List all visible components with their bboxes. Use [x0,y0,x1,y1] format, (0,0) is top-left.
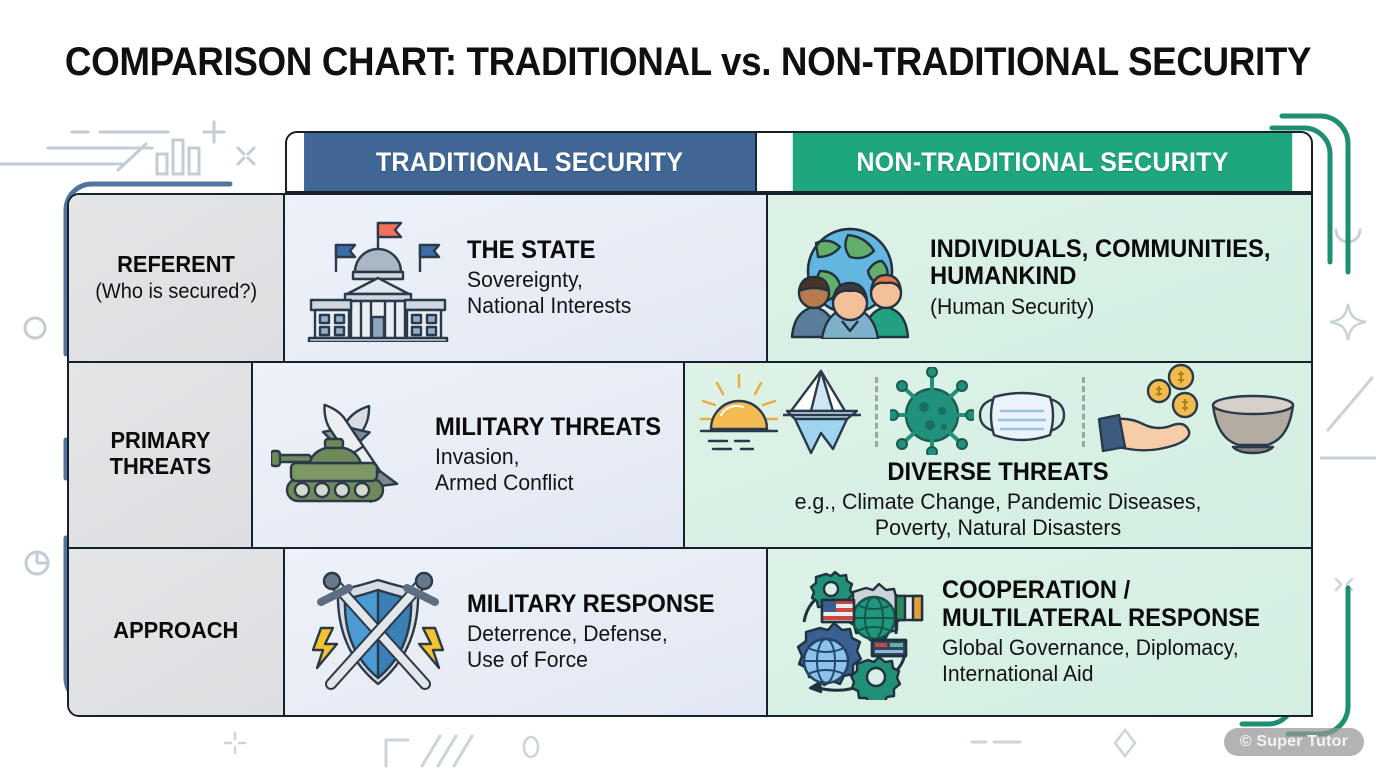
table-header-row: TRADITIONAL SECURITY NON-TRADITIONAL SEC… [285,131,1313,193]
cell-heading: DIVERSE THREATS [887,457,1109,486]
threat-icon-strip [697,363,1299,455]
icon-divider [875,376,878,447]
face-mask-icon [978,391,1066,441]
doodle-x-small-icon [1334,577,1354,592]
cell-text: INDIVIDUALS, COMMUNITIES, HUMANKIND (Hum… [930,234,1299,320]
cell-traditional-threats: MILITARY THREATS Invasion, Armed Conflic… [253,362,685,548]
gears-globes-flags-icon [786,564,926,701]
cell-text: COOPERATION / MULTILATERAL RESPONSE Glob… [942,576,1299,687]
doodle-diamond-icon [1113,727,1137,759]
cell-traditional-referent: THE STATE Sovereignty, National Interest… [285,195,768,361]
doodle-piechart-icon [24,550,50,576]
row-label-text: REFERENT [117,251,235,278]
cell-nontraditional-threats: DIVERSE THREATS e.g., Climate Change, Pa… [685,362,1311,548]
doodle-slashes-icon [384,734,474,768]
table-row: APPROACH [69,549,1311,715]
doodle-diagonal-icon [1320,376,1376,460]
empty-bowl-icon [1211,394,1295,454]
header-traditional-security: TRADITIONAL SECURITY [304,133,757,191]
government-building-icon [303,214,453,342]
page-title: COMPARISON CHART: TRADITIONAL vs. NON-TR… [64,40,1312,84]
row-label-approach: APPROACH [69,549,285,715]
cell-text: THE STATE Sovereignty, National Interest… [467,235,756,319]
row-label-referent: REFERENT (Who is secured?) [69,195,285,361]
cell-heading: INDIVIDUALS, COMMUNITIES, HUMANKIND [930,234,1271,291]
doodle-small-plus-icon [223,731,247,755]
cell-nontraditional-approach: COOPERATION / MULTILATERAL RESPONSE Glob… [768,549,1311,715]
doodle-sparkle-icon [1329,303,1367,341]
doodle-circle-icon [23,316,47,340]
hand-coins-icon [1097,363,1199,452]
cell-detail: Sovereignty, National Interests [467,267,632,319]
cell-heading: MILITARY THREATS [435,412,662,441]
header-nontraditional-security: NON-TRADITIONAL SECURITY [792,133,1293,191]
tank-missiles-icon [271,389,421,521]
cell-heading: THE STATE [467,235,596,264]
globe-people-icon [786,217,914,339]
doodle-dashes-icon [970,740,1022,744]
cell-heading: MILITARY RESPONSE [467,589,715,618]
cell-detail: Global Governance, Diplomacy, Internatio… [942,635,1239,687]
cell-nontraditional-referent: INDIVIDUALS, COMMUNITIES, HUMANKIND (Hum… [768,195,1311,361]
row-label-text: PRIMARY THREATS [109,427,211,479]
table-row: PRIMARY THREATS [69,362,1311,550]
cell-detail: Invasion, Armed Conflict [435,444,574,496]
iceberg-icon [783,369,861,454]
cell-detail: e.g., Climate Change, Pandemic Diseases,… [794,489,1202,541]
doodle-arc-icon [1334,228,1362,244]
comparison-table: TRADITIONAL SECURITY NON-TRADITIONAL SEC… [67,131,1313,717]
cell-detail: (Human Security) [930,293,1095,319]
doodle-ring-icon [522,735,540,759]
cell-text: MILITARY RESPONSE Deterrence, Defense, U… [467,589,756,673]
sun-icon [699,373,779,450]
cell-detail: Deterrence, Defense, Use of Force [467,621,668,673]
cell-text: DIVERSE THREATS e.g., Climate Change, Pa… [697,457,1299,541]
shield-swords-icon [303,562,453,702]
cell-traditional-approach: MILITARY RESPONSE Deterrence, Defense, U… [285,549,768,715]
table-body: REFERENT (Who is secured?) [67,193,1313,717]
row-label-primary-threats: PRIMARY THREATS [69,362,254,548]
watermark: © Super Tutor [1223,728,1364,756]
virus-icon [890,366,974,455]
cell-heading: COOPERATION / MULTILATERAL RESPONSE [942,576,1260,632]
row-label-text: APPROACH [113,617,239,644]
table-row: REFERENT (Who is secured?) [69,195,1311,363]
icon-divider [1082,376,1085,447]
cell-text: MILITARY THREATS Invasion, Armed Conflic… [435,412,673,496]
row-label-subtext: (Who is secured?) [95,279,257,303]
